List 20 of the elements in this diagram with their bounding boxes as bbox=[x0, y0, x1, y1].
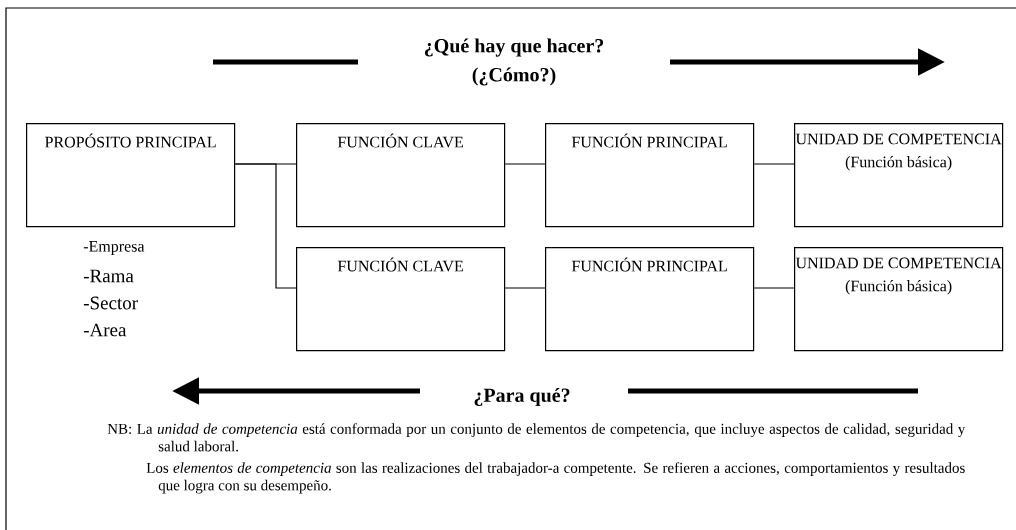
list-item: -Empresa bbox=[83, 241, 145, 255]
list-item: -Area bbox=[83, 323, 127, 337]
connector-line bbox=[753, 163, 795, 165]
list-item: -Sector bbox=[83, 296, 138, 310]
connector-line bbox=[504, 287, 546, 289]
function-box: FUNCIÓN PRINCIPAL bbox=[545, 123, 755, 228]
function-box: FUNCIÓN PRINCIPAL bbox=[545, 247, 755, 352]
function-box: PROPÓSITO PRINCIPAL bbox=[26, 123, 236, 228]
note-text: NB: La unidad de competencia está conformada por un conjunto de elementos de competencia, que incluye aspectos de calidad, seguridad y salud laboral. bbox=[107, 423, 966, 452]
function-box: FUNCIÓN CLAVE bbox=[296, 247, 506, 352]
heading-text: ¿Qué hay que hacer? (¿Cómo?) bbox=[424, 38, 604, 86]
function-box: FUNCIÓN CLAVE bbox=[296, 123, 506, 228]
heading-text: ¿Para qué? bbox=[474, 387, 570, 407]
note-text: Los elementos de competencia son las realizaciones del trabajador-a competente. Se refieren a acciones, comportamientos y resultados que logra con su desempeño. bbox=[146, 462, 965, 494]
connector-line bbox=[504, 163, 546, 165]
connector-line bbox=[234, 163, 297, 289]
function-box: UNIDAD DE COMPETENCIA (Función básica) bbox=[794, 123, 1004, 228]
function-box: UNIDAD DE COMPETENCIA (Función básica) bbox=[794, 247, 1004, 352]
list-item: -Rama bbox=[83, 269, 134, 283]
connector-line bbox=[753, 287, 795, 289]
